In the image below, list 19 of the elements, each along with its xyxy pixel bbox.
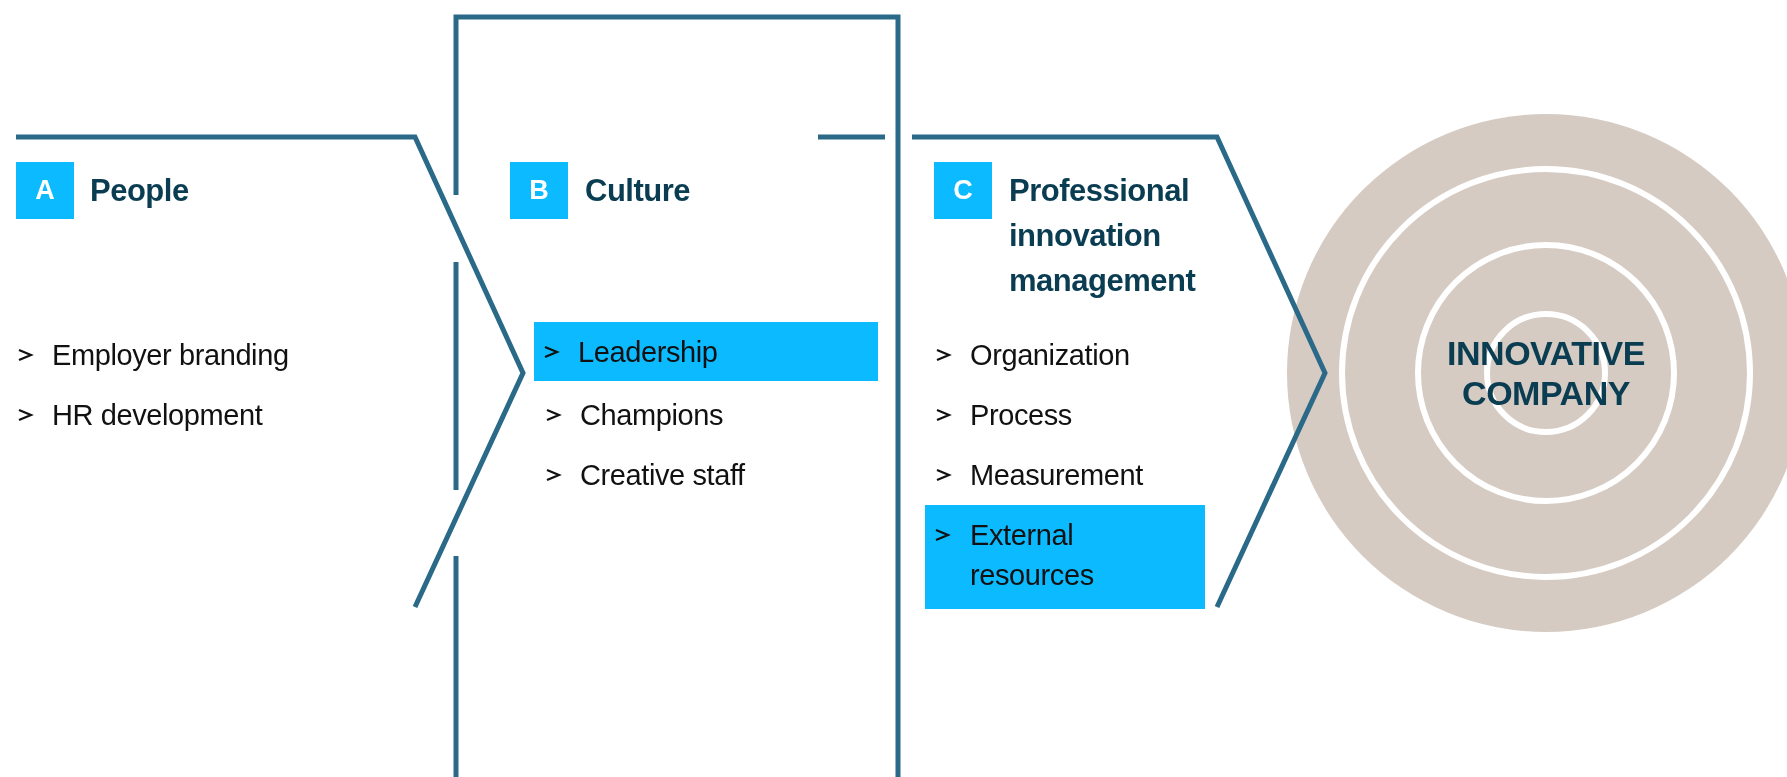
highlight-bar: [925, 505, 1205, 609]
list-item: Process: [970, 398, 1072, 433]
list-item: Organization: [970, 338, 1130, 373]
letter-badge: B: [510, 162, 568, 219]
bracket-panel: [452, 12, 902, 777]
letter-badge: C: [934, 162, 992, 219]
list-item: External resources: [970, 518, 1095, 593]
panel-heading: Culture: [585, 172, 691, 210]
list-item: Measurement: [970, 458, 1143, 493]
letter-badge: A: [16, 162, 74, 219]
highlight-bar: [534, 322, 878, 381]
list-item: Creative staff: [580, 458, 745, 493]
panel-heading: Professional innovation management: [1009, 172, 1197, 300]
list-item: Leadership: [578, 335, 719, 370]
list-item: Employer branding: [52, 338, 289, 373]
list-item: Champions: [580, 398, 724, 433]
panel-heading: People: [90, 172, 190, 210]
target-label: INNOVATIVE COMPANY: [1446, 333, 1646, 413]
list-item: HR development: [52, 398, 263, 433]
